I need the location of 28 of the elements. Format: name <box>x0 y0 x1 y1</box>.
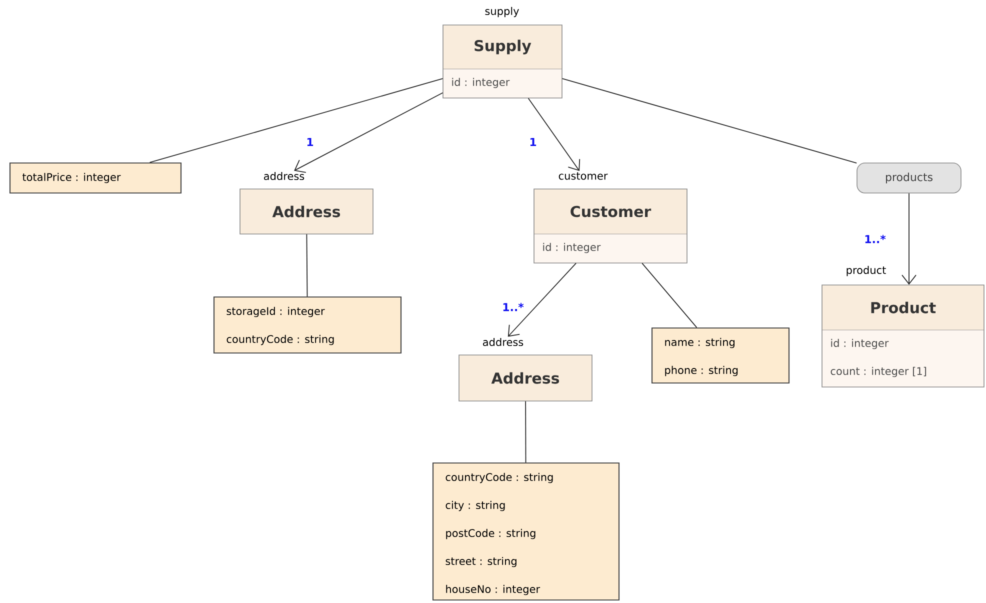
class-box: Product id : integer count : integer [1] <box>822 284 984 388</box>
association-line <box>902 192 916 285</box>
class-box: Customer id : integer <box>534 188 688 264</box>
association-line <box>642 262 698 328</box>
multiplicity-label: 1 <box>305 137 315 148</box>
attribute-box: totalPrice : integer <box>9 162 182 194</box>
multiplicity-label: 1..* <box>863 234 887 244</box>
association-line <box>306 234 308 297</box>
multiplicity-label: 1 <box>528 137 538 148</box>
attribute-box: storageId : integer countryCode : string <box>213 296 402 354</box>
association-box: products <box>856 162 962 194</box>
class-box: Address <box>240 188 374 234</box>
association-line <box>562 78 858 164</box>
association-line <box>525 400 526 463</box>
association-line <box>528 98 580 172</box>
class-box: Supply id : integer <box>442 24 562 98</box>
association-line <box>294 92 444 173</box>
association-line <box>149 78 444 163</box>
role-label: supply <box>485 6 519 18</box>
role-label: address <box>483 338 524 346</box>
association-line <box>508 262 577 337</box>
attribute-box: name : string phone : string <box>651 327 790 384</box>
role-label: customer <box>558 172 608 180</box>
class-box: Address <box>458 354 592 402</box>
role-label: address <box>264 172 304 180</box>
multiplicity-label: 1..* <box>501 302 525 312</box>
attribute-box: countryCode : string city : string postCode : string street : string houseNo : integer <box>432 462 620 601</box>
role-label: product <box>846 266 886 276</box>
